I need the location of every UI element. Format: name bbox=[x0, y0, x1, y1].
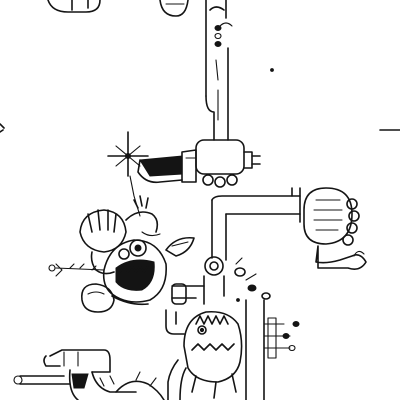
spiky-lizard-creature bbox=[183, 310, 243, 399]
balloon-body-left bbox=[80, 283, 149, 313]
leaf-flag bbox=[165, 236, 195, 257]
mouth-creature bbox=[102, 239, 167, 303]
pistol-creature bbox=[13, 349, 137, 400]
crosshair-star bbox=[107, 131, 149, 217]
bead-stalk-middle bbox=[234, 257, 271, 300]
top-middle-pipe-stub bbox=[159, 0, 189, 17]
vertical-pipe bbox=[205, 0, 233, 141]
lower-left-pipe bbox=[165, 309, 187, 400]
bead-stalk-top bbox=[214, 25, 222, 47]
knife-blade bbox=[137, 149, 197, 184]
margin-specks bbox=[0, 68, 274, 302]
pipe-junction bbox=[171, 256, 225, 305]
right-pipe bbox=[211, 187, 301, 261]
lower-vertical-pipe bbox=[245, 299, 300, 400]
antenna-bulbs bbox=[48, 263, 105, 277]
electrical-plug bbox=[185, 139, 261, 188]
balloon-creature bbox=[303, 187, 367, 270]
top-left-pipe-stub bbox=[47, 0, 101, 13]
tendril-bottom bbox=[115, 371, 165, 400]
